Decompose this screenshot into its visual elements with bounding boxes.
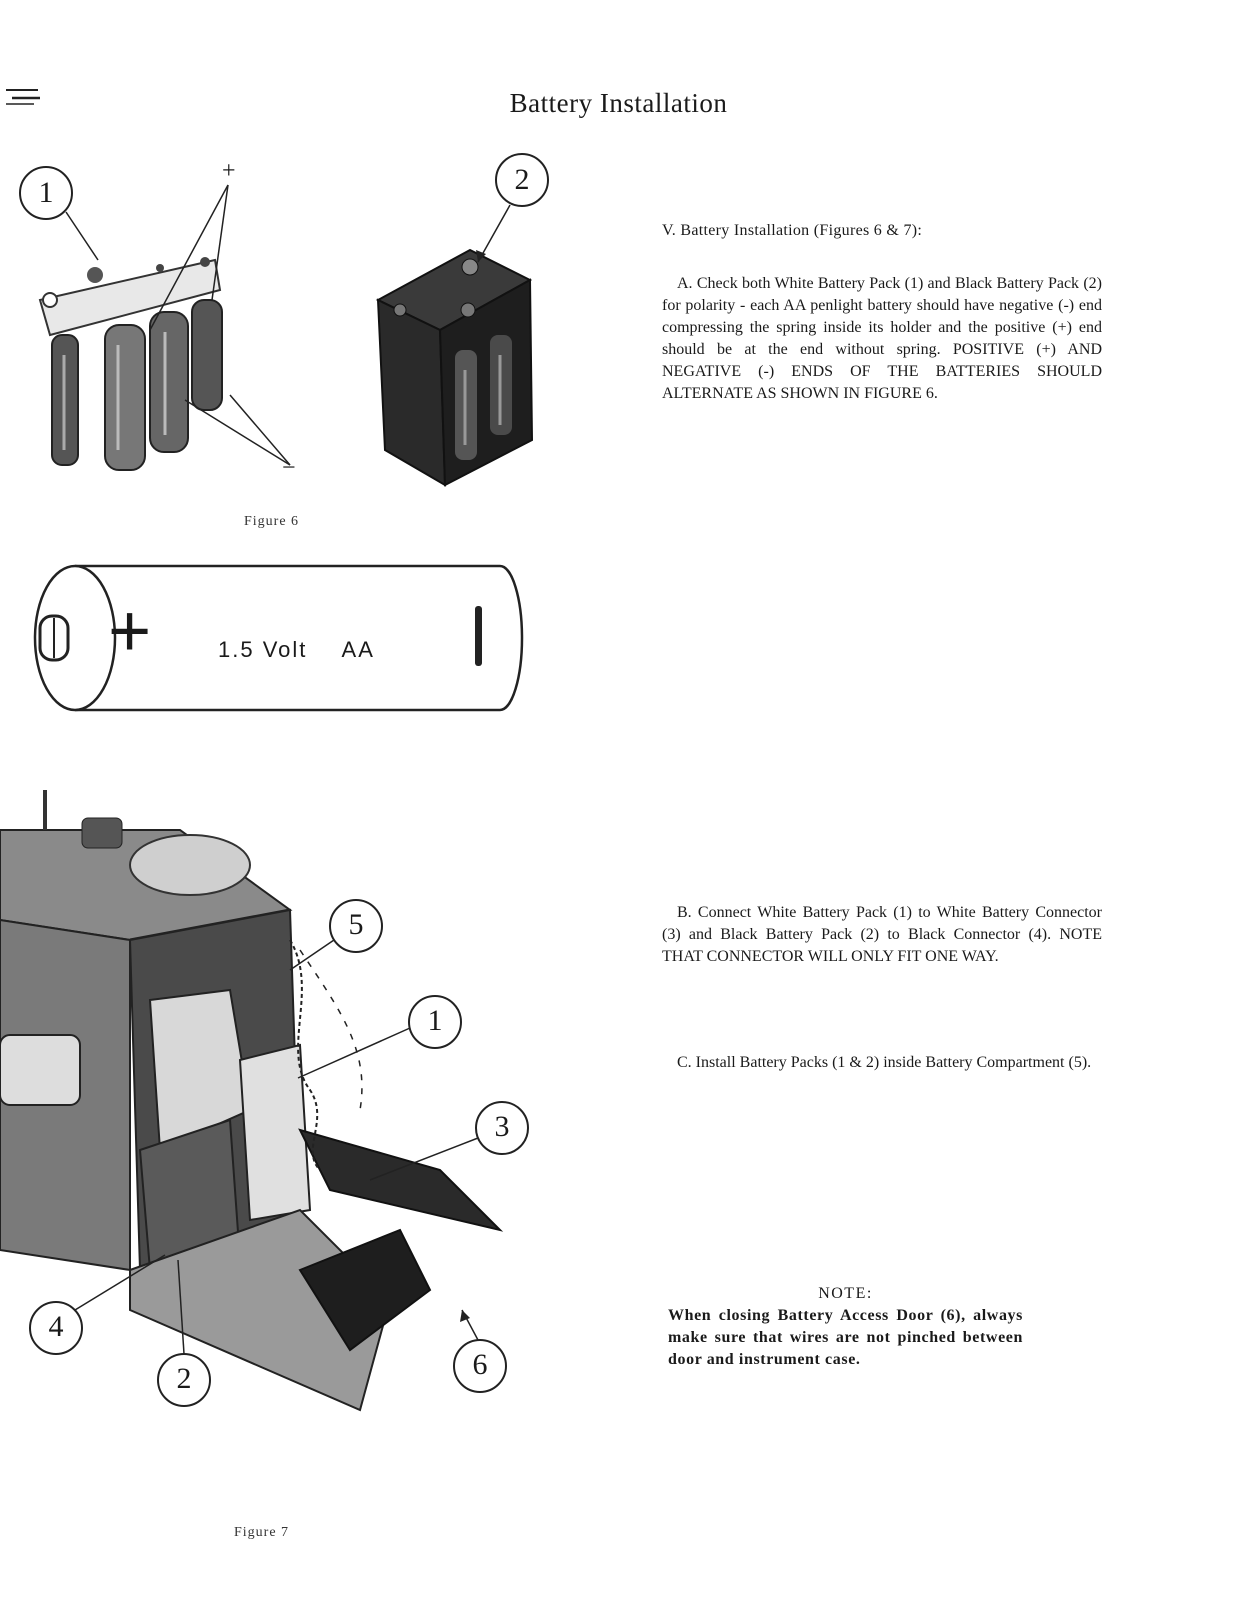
fig7-callout-1-label: 1 [427,1004,443,1037]
figure-6-caption: Figure 6 [244,514,300,529]
black-battery-pack [375,248,534,487]
fig7-callout-2-label: 2 [176,1362,192,1395]
battery-voltage: 1.5 Volt [218,637,308,662]
callout-3-circle [475,1101,529,1155]
battery-label: 1.5 Volt AA [218,637,375,663]
section-heading: V. Battery Installation (Figures 6 & 7): [662,222,923,239]
paragraph-a: A. Check both White Battery Pack (1) and… [662,275,1102,402]
paragraph-c: C. Install Battery Packs (1 & 2) inside … [677,1054,1092,1071]
figure-7-caption: Figure 7 [234,1525,290,1540]
callout-5-circle [329,899,383,953]
battery-positive-sign: + [108,589,152,672]
note-block: NOTE: When closing Battery Access Door (… [668,1283,1023,1371]
callout-2-label: 2 [514,163,530,196]
callout-6-circle [453,1339,507,1393]
callout-1-circle [19,166,73,220]
callout-1-label: 1 [38,176,54,209]
scan-mark [6,89,40,105]
figure-7-illustration [0,790,529,1412]
figure-6-illustration [19,153,549,487]
paragraph-b: B. Connect White Battery Pack (1) to Whi… [662,904,1102,965]
note-title: NOTE: [818,1285,873,1302]
fig7-callout-5-label: 5 [348,908,364,941]
page-title: Battery Installation [509,88,728,118]
fig7-callout-6-label: 6 [472,1348,488,1381]
plus-sign-label: + [222,158,236,184]
instrument-case [0,790,504,1412]
note-body: When closing Battery Access Door (6), al… [668,1307,1023,1368]
white-battery-pack [38,257,223,471]
callout-2-circle [495,153,549,207]
fig7-callout-3-label: 3 [494,1110,510,1143]
aa-battery-diagram [33,564,524,712]
callout-4-circle [29,1301,83,1355]
callout-1-circle-fig7 [408,995,462,1049]
minus-sign-label: − [282,455,296,481]
fig7-callout-4-label: 4 [48,1310,64,1343]
battery-size: AA [341,637,375,662]
